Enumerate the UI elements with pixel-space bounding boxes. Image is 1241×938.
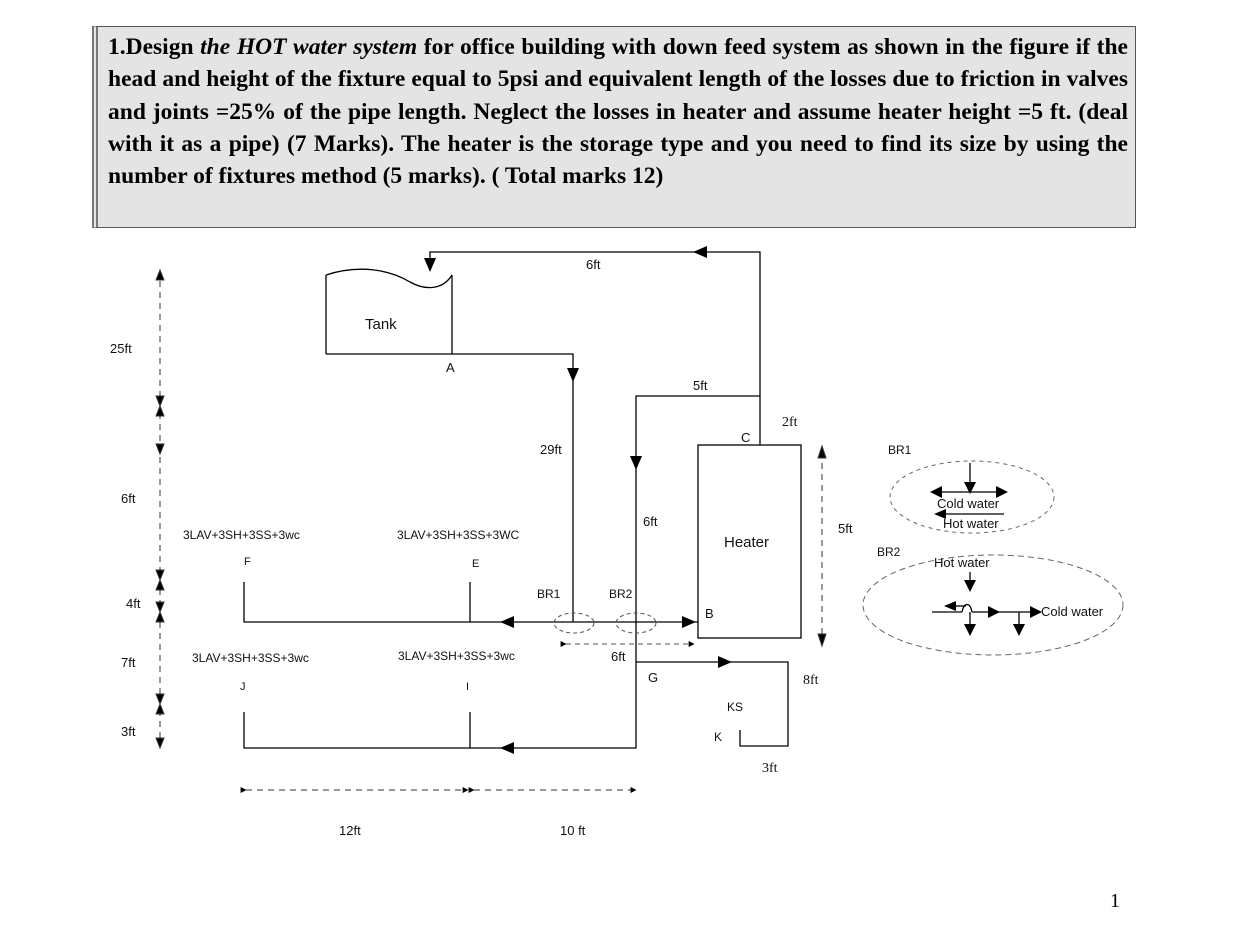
dim-3ft-ks: 3ft <box>762 761 778 776</box>
dim-29ft: 29ft <box>540 442 562 457</box>
question-box: 1.Design the HOT water system for office… <box>92 26 1136 228</box>
node-a: A <box>446 360 455 375</box>
arrow-down-riser <box>630 456 642 470</box>
arrow-right-b <box>682 616 696 628</box>
node-e: E <box>472 558 479 570</box>
heater <box>697 444 802 639</box>
br2-label: BR2 <box>609 587 633 601</box>
dim-top-6ft: 6ft <box>586 257 601 272</box>
question-number: 1. <box>108 34 126 60</box>
legend-br2-hot: Hot water <box>934 555 990 570</box>
left-dimension <box>155 268 165 750</box>
node-b: B <box>705 606 714 621</box>
legend-br2: BR2 Hot water Cold water <box>862 545 1124 656</box>
supply-riser-pipe <box>243 395 760 749</box>
fixture-e: 3LAV+3SH+3SS+3WC <box>397 528 520 542</box>
heater-height-dimension <box>817 444 827 648</box>
br2-marker <box>615 612 657 634</box>
dim-bottom-10ft: 10 ft <box>560 823 586 838</box>
br1-marker <box>553 612 595 634</box>
arrow-down-a <box>567 368 579 382</box>
question-text: 1.Design the HOT water system for office… <box>108 31 1128 192</box>
arrow-left-lower <box>500 742 514 754</box>
fixture-i: 3LAV+3SH+3SS+3wc <box>398 649 515 663</box>
node-c: C <box>741 430 750 445</box>
dim-left-4ft: 4ft <box>126 596 141 611</box>
question-part1: Design <box>125 34 201 60</box>
tank-label: Tank <box>365 316 397 333</box>
question-emphasis: the HOT water system <box>200 34 418 60</box>
legend-br2-label: BR2 <box>877 545 901 559</box>
node-j: J <box>240 681 246 693</box>
br1-label: BR1 <box>537 587 561 601</box>
dim-2ft: 2ft <box>782 415 798 430</box>
legend-br2-cold: Cold water <box>1041 604 1104 619</box>
node-i: I <box>466 681 469 693</box>
dim-left-3ft: 3ft <box>121 724 136 739</box>
dim-5ft-top: 5ft <box>693 378 708 393</box>
fixture-f: 3LAV+3SH+3SS+3wc <box>183 528 300 542</box>
legend-br1: BR1 Cold water Hot water <box>888 443 1055 534</box>
tank <box>325 268 453 354</box>
legend-br1-label: BR1 <box>888 443 912 457</box>
arrow-down-tank <box>424 258 436 272</box>
tank-outlet-pipe <box>326 353 574 622</box>
flow-arrows <box>424 246 732 754</box>
node-k: K <box>714 730 722 744</box>
node-g: G <box>648 670 658 685</box>
arrow-left-upper <box>500 616 514 628</box>
page-number: 1 <box>1110 890 1120 912</box>
legend-br1-hot: Hot water <box>943 516 999 531</box>
dim-6ft-lower: 6ft <box>611 649 626 664</box>
node-ks: KS <box>727 700 743 714</box>
fixture-j: 3LAV+3SH+3SS+3wc <box>192 651 309 665</box>
dim-8ft: 8ft <box>803 673 819 688</box>
heater-label: Heater <box>724 534 769 551</box>
dim-6ft-riser: 6ft <box>643 514 658 529</box>
dim-left-6ft: 6ft <box>121 491 136 506</box>
dim-left-7ft: 7ft <box>121 655 136 670</box>
dim-5ft-heater: 5ft <box>838 521 853 536</box>
ks-branch-pipe <box>636 661 789 747</box>
node-f: F <box>244 556 251 568</box>
heater-to-tank-pipe <box>429 251 761 445</box>
arrow-left-top <box>693 246 707 258</box>
dim-bottom-12ft: 12ft <box>339 823 361 838</box>
upper-horizontal-pipe <box>243 582 698 623</box>
dim-left-25ft: 25ft <box>110 341 132 356</box>
arrow-right-ks <box>718 656 732 668</box>
question-rest: for office building with down feed syste… <box>108 34 1128 190</box>
legend-br1-cold: Cold water <box>937 496 1000 511</box>
